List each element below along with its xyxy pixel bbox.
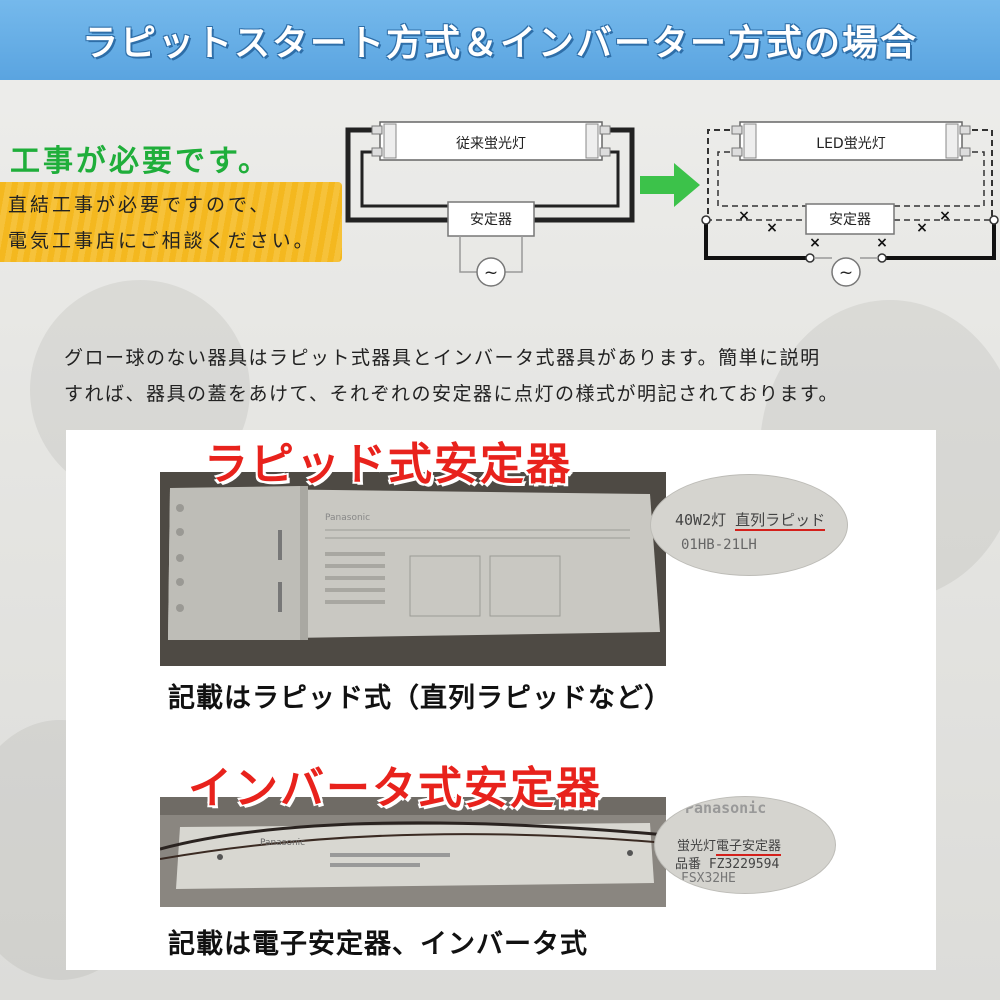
- ballast-label: 安定器: [470, 212, 512, 228]
- ballast-box: [805, 203, 895, 235]
- svg-text:×: ×: [809, 235, 821, 251]
- ac-source-icon: [476, 257, 506, 287]
- rapid-zoom-highlight: 直列ラピッド: [735, 511, 826, 531]
- svg-text:×: ×: [738, 208, 750, 224]
- ac-source-icon: [831, 257, 861, 287]
- page-title: ラピットスタート方式＆インバーター方式の場合: [81, 23, 918, 64]
- description-line-1: グロー球のない器具はラピット式器具とインバータ式器具があります。簡単に説明: [64, 347, 821, 369]
- rapid-caption: 記載はラピッド式（直列ラピッドなど）: [168, 683, 672, 714]
- svg-text:×: ×: [766, 220, 778, 236]
- photo-brand-text: Panasonic: [260, 838, 305, 848]
- rapid-zoom-line2: 01HB-21LH: [681, 537, 757, 553]
- svg-text:×: ×: [876, 235, 888, 251]
- inverter-zoom-highlight: 電子安定器: [716, 839, 782, 856]
- notice-box: 直結工事が必要ですので、 電気工事店にご相談ください。: [0, 182, 342, 262]
- rapid-ballast-photo: Panasonic: [160, 472, 666, 666]
- inverter-section-title: インバータ式安定器: [188, 763, 602, 814]
- notice-line-2: 電気工事店にご相談ください。: [8, 230, 316, 252]
- svg-text:~: ~: [839, 263, 853, 283]
- ballast-label: 安定器: [829, 212, 871, 228]
- inverter-zoom-top: Panasonic: [685, 799, 767, 817]
- rapid-section-title: ラピッド式安定器: [204, 439, 572, 490]
- inverter-zoom-prefix: 蛍光灯: [677, 839, 717, 854]
- inverter-zoom-bubble: Panasonic 蛍光灯電子安定器 品番 FZ3229594 FSX32HE: [654, 796, 836, 894]
- arrow-right-icon: [640, 163, 700, 207]
- rapid-zoom-prefix: 40W2灯: [675, 511, 727, 529]
- rapid-zoom-bubble: 40W2灯 直列ラピッド 01HB-21LH: [650, 474, 848, 576]
- inverter-ballast-photo: Panasonic: [160, 797, 666, 907]
- inverter-zoom-line3: FSX32HE: [681, 871, 736, 886]
- tube-label: 従来蛍光灯: [456, 136, 526, 152]
- tube-label: LED蛍光灯: [816, 136, 885, 152]
- ballast-box: [447, 201, 535, 237]
- svg-text:~: ~: [484, 263, 498, 283]
- diagram-conventional: 従来蛍光灯 安定器 ~: [345, 121, 635, 287]
- tube-shape: [379, 121, 603, 161]
- description-text: グロー球のない器具はラピット式器具とインバータ式器具があります。簡単に説明 すれ…: [64, 340, 964, 412]
- photo-brand-text: Panasonic: [325, 513, 370, 523]
- description-line-2: すれば、器具の蓋をあけて、それぞれの安定器に点灯の様式が明記されております。: [64, 383, 840, 405]
- notice-line-1: 直結工事が必要ですので、: [8, 194, 272, 216]
- inverter-caption: 記載は電子安定器、インバータ式: [168, 929, 588, 960]
- inverter-zoom-line2: 品番 FZ3229594: [675, 857, 780, 872]
- tube-shape: [739, 121, 963, 161]
- header-banner: ラピットスタート方式＆インバーター方式の場合: [0, 0, 1000, 80]
- diagram-led: × × × × × × LED蛍光灯 安定器 ~: [701, 121, 999, 287]
- svg-text:×: ×: [939, 208, 951, 224]
- svg-text:×: ×: [916, 220, 928, 236]
- notice-title: 工事が必要です。: [10, 144, 271, 179]
